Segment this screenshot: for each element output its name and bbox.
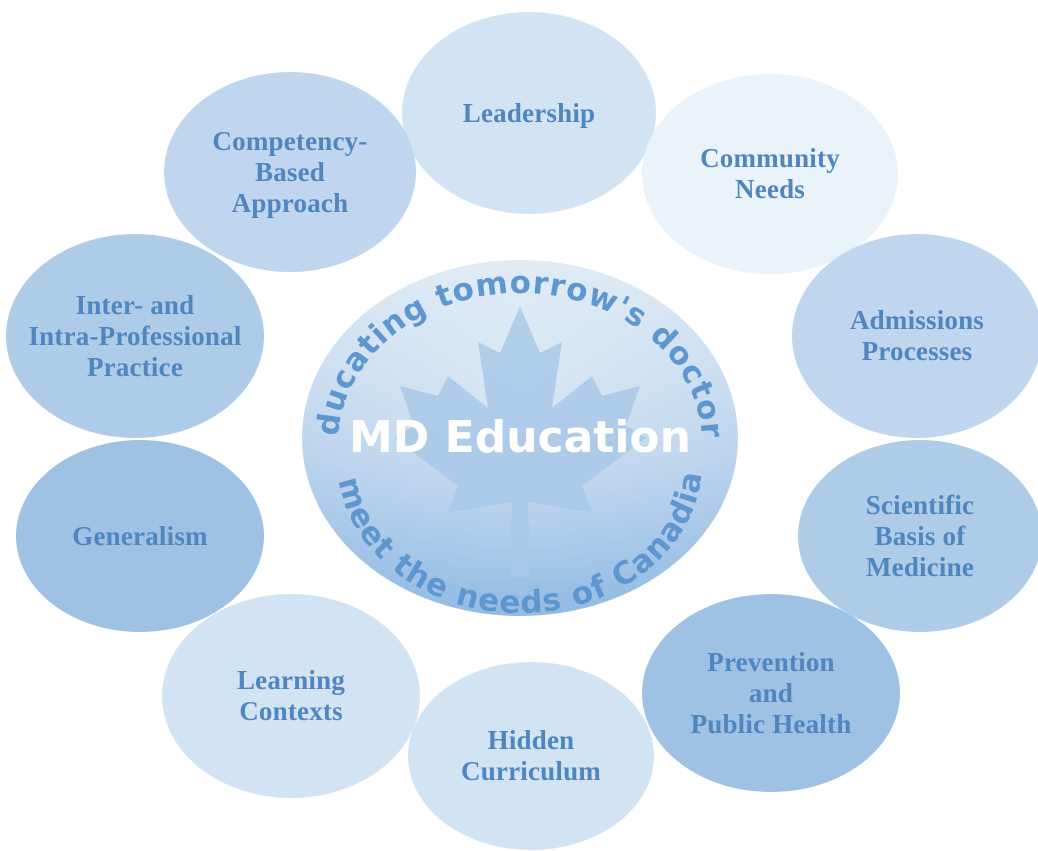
node-community-needs: Community Needs bbox=[642, 74, 898, 274]
node-prevention: Prevention and Public Health bbox=[642, 594, 900, 792]
node-label-competency-based: Competency- Based Approach bbox=[212, 125, 368, 218]
node-label-inter-intra: Inter- and Intra-Professional Practice bbox=[28, 289, 242, 382]
center-hub: Educating tomorrow's doctors to meet the… bbox=[300, 258, 740, 618]
node-label-community-needs: Community Needs bbox=[700, 143, 840, 204]
node-label-generalism: Generalism bbox=[72, 520, 208, 551]
node-label-learning-contexts: Learning Contexts bbox=[236, 665, 346, 726]
node-inter-intra: Inter- and Intra-Professional Practice bbox=[6, 234, 264, 438]
node-learning-contexts: Learning Contexts bbox=[162, 594, 420, 798]
node-label-hidden-curriculum: Hidden Curriculum bbox=[461, 725, 601, 786]
node-scientific-basis: Scientific Basis of Medicine bbox=[798, 440, 1038, 632]
node-label-prevention: Prevention and Public Health bbox=[690, 646, 852, 739]
maple-leaf-icon bbox=[394, 306, 646, 578]
node-admissions-processes: Admissions Processes bbox=[792, 234, 1038, 438]
node-label-leadership: Leadership bbox=[462, 97, 596, 128]
node-competency-based: Competency- Based Approach bbox=[164, 72, 416, 272]
center-title: MD Education bbox=[349, 412, 691, 463]
node-leadership: Leadership bbox=[402, 12, 656, 214]
node-hidden-curriculum: Hidden Curriculum bbox=[408, 662, 654, 850]
node-label-scientific-basis: Scientific Basis of Medicine bbox=[865, 489, 975, 582]
node-label-admissions-processes: Admissions Processes bbox=[849, 305, 985, 366]
node-generalism: Generalism bbox=[16, 440, 264, 632]
